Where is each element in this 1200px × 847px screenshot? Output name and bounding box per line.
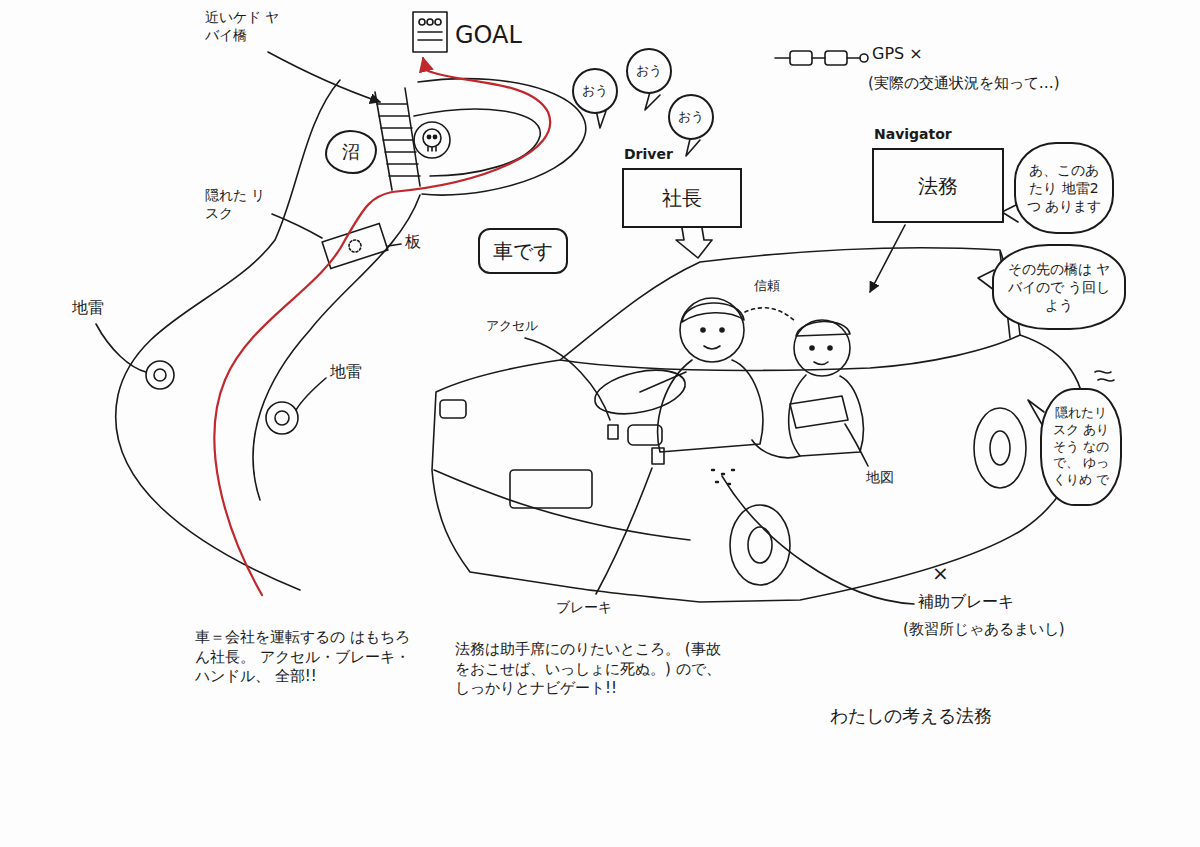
- goal-building: [413, 12, 447, 52]
- bridge-label: 近いケド ヤバイ橋: [205, 8, 283, 44]
- speech-bubble: 隠れたリスク ありそう なので、 ゆっくりめ で: [1040, 388, 1122, 506]
- leader-line: [525, 338, 914, 604]
- part-label: アクセル: [486, 318, 538, 335]
- road: [116, 79, 586, 590]
- box-text: おう: [582, 83, 608, 100]
- leader-line: [96, 52, 401, 410]
- note: 車＝会社を運転するの はもちろん社長。 アクセル・ブレーキ・ハンドル、 全部!!: [195, 628, 415, 687]
- skull-symbol: [414, 122, 450, 158]
- risk-label: 隠れた リスク: [205, 186, 269, 222]
- gps-icon: [775, 51, 868, 65]
- speech-bubble: あ、このあたり 地雷2つ あります: [1014, 142, 1114, 234]
- driver-figure: [591, 298, 763, 464]
- part-label: 補助ブレーキ: [918, 592, 1014, 613]
- bubble-tail: [596, 92, 1044, 428]
- mine-label: 地雷: [72, 298, 104, 319]
- swamp-region: 沼: [325, 130, 377, 174]
- box-heading: Navigator: [874, 126, 952, 142]
- pointer-arrow: [676, 225, 905, 292]
- speech-bubble: その先の橋は ヤバイので う回しよう: [992, 244, 1126, 330]
- part-label: ブレーキ: [556, 598, 612, 616]
- box-text: 沼: [342, 140, 360, 163]
- box-heading: Driver: [624, 146, 673, 162]
- role-box: Navigator法務: [872, 148, 1004, 223]
- mine-symbol: [146, 361, 298, 434]
- speech-bubble: おう: [572, 68, 618, 114]
- box-text: 社長: [662, 185, 702, 211]
- box-text: その先の橋は ヤバイので う回しよう: [1004, 260, 1114, 315]
- goal-label: GOAL: [455, 20, 522, 51]
- car-tag: 車です: [478, 228, 568, 274]
- box-text: あ、このあたり 地雷2つ あります: [1026, 161, 1102, 216]
- cross-mark: ×: [932, 560, 949, 586]
- trust-label: 信頼: [754, 278, 780, 295]
- note: (実際の交通状況を知って…): [868, 74, 1060, 94]
- box-text: 隠れたリスク ありそう なので、 ゆっくりめ で: [1052, 405, 1110, 489]
- box-text: 法務: [918, 173, 958, 199]
- route: [214, 58, 550, 595]
- mine-label: 地雷: [330, 362, 362, 383]
- box-text: 車です: [493, 238, 553, 264]
- speech-bubble: おう: [668, 94, 714, 140]
- role-box: Driver社長: [622, 168, 742, 228]
- part-label: 地図: [866, 468, 894, 486]
- navigator-figure: [745, 308, 863, 458]
- box-text: おう: [678, 109, 704, 126]
- speech-bubble: おう: [626, 48, 672, 94]
- note: (教習所じゃあるまいし): [903, 620, 1065, 640]
- box-text: おう: [636, 63, 662, 80]
- note: 法務は助手席にのりたいところ。 (事故をおこせば、いっしょに死ぬ。) ので、しっ…: [455, 640, 735, 699]
- gps-label: GPS ×: [872, 44, 923, 65]
- board-label: 板: [405, 232, 421, 253]
- caption: わたしの考える法務: [830, 704, 992, 727]
